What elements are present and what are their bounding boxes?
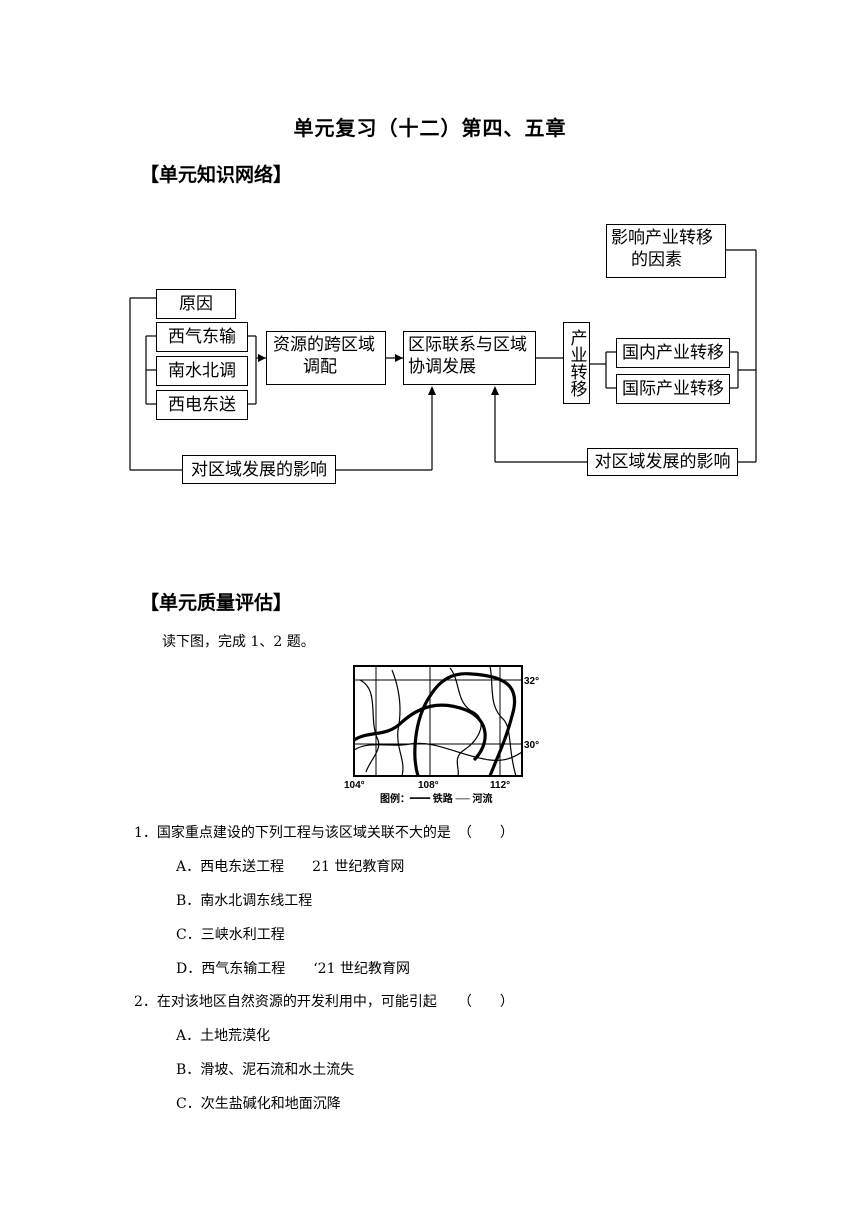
box-west-gas-east: 西气东输 [156,322,248,352]
region-map: 32° 30° 104° 108° 112° 图例：━━ 铁路 ── 河流 [344,665,539,805]
box-reason: 原因 [156,289,236,319]
question-2-option-a: A．土地荒漠化 [176,1028,271,1044]
question-2-option-b: B．滑坡、泥石流和水土流失 [176,1062,355,1078]
label-lat-30: 30° [524,740,539,751]
box-resource-cross-region: 资源的跨区域 调配 [266,331,386,385]
box-international-transfer: 国际产业转移 [616,374,730,404]
label-lon-112: 112° [490,780,510,791]
intro-text: 读下图，完成 1、2 题。 [162,634,315,650]
box-transfer-factors: 影响产业转移 的因素 [606,224,726,278]
box-domestic-transfer: 国内产业转移 [616,338,730,368]
section-heading-eval: 【单元质量评估】 [140,592,293,614]
question-1-option-d: D．西气东输工程 ‘21 世纪教育网 [176,961,410,977]
question-1-option-c: C．三峡水利工程 [176,927,285,943]
question-1-option-a: A．西电东送工程 21 世纪教育网 [176,859,405,875]
section-heading-network: 【单元知识网络】 [140,164,293,186]
box-south-water-north: 南水北调 [156,356,248,386]
box-regional-line1: 区际联系与区域 [408,335,527,355]
box-resource-line2: 调配 [303,357,337,377]
label-lat-32: 32° [524,676,539,687]
page-title: 单元复习（十二）第四、五章 [293,116,567,140]
map-railways [353,672,517,777]
question-2-stem: 2．在对该地区自然资源的开发利用中，可能引起 （ ） [134,994,514,1010]
box-impact-right: 对区域发展的影响 [587,448,738,476]
question-2-option-c: C．次生盐碱化和地面沉降 [176,1096,341,1112]
box-industry-transfer: 产业转移 [563,322,590,404]
box-factors-line2: 的因素 [631,250,682,270]
label-lon-104: 104° [344,780,365,791]
box-resource-line1: 资源的跨区域 [273,335,375,355]
box-west-power-east: 西电东送 [156,390,248,420]
diagram-connectors [129,249,757,471]
box-regional-line2: 协调发展 [408,357,476,377]
map-legend: 图例：━━ 铁路 ── 河流 [380,792,493,805]
box-regional-link: 区际联系与区域 协调发展 [403,331,536,385]
map-rivers [353,665,523,777]
question-1-stem: 1．国家重点建设的下列工程与该区域关联不大的是 （ ） [134,825,514,841]
box-industry-transfer-text: 产业转移 [566,329,587,397]
label-lon-108: 108° [418,780,439,791]
box-impact-left: 对区域发展的影响 [182,455,336,484]
box-factors-line1: 影响产业转移 [611,228,713,248]
question-1-option-b: B．南水北调东线工程 [176,893,313,909]
